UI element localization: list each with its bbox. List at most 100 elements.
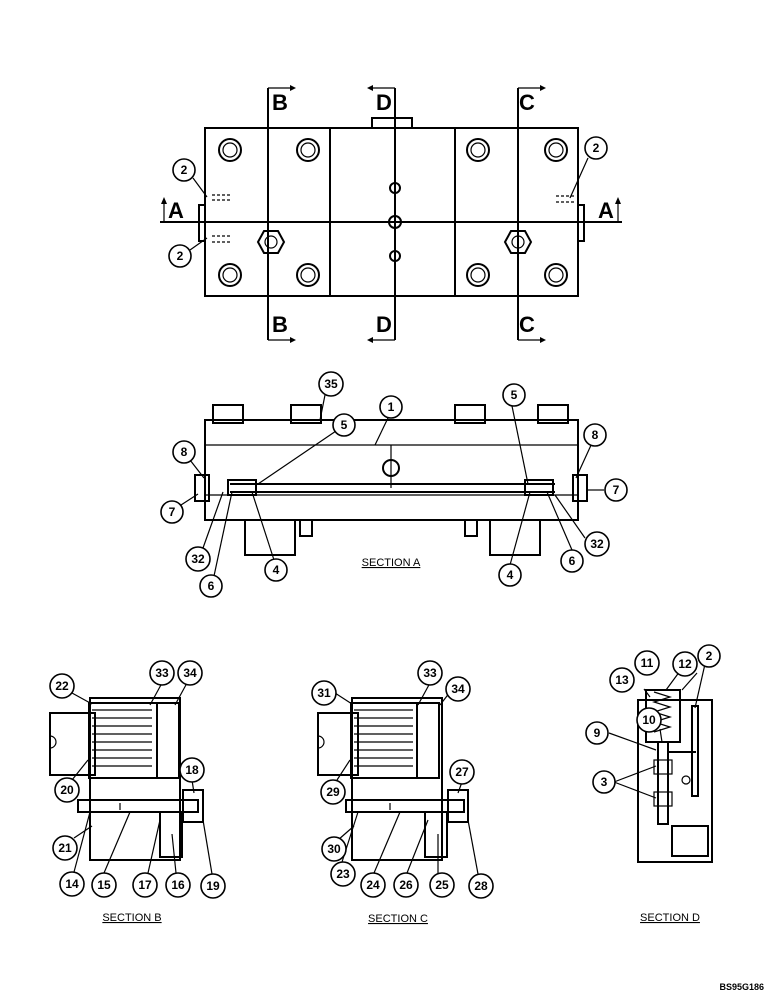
svg-text:8: 8 [181, 445, 188, 459]
svg-text:10: 10 [642, 713, 656, 727]
spring-coil-b [92, 709, 152, 767]
svg-text:19: 19 [206, 879, 220, 893]
hex-fitting-left [256, 230, 286, 254]
callout-b-15: 15 [91, 872, 117, 898]
svg-text:28: 28 [474, 879, 488, 893]
callout-c-27: 27 [449, 759, 475, 785]
svg-text:34: 34 [183, 666, 197, 680]
drawing-number: BS95G186 [719, 982, 764, 992]
section-a-view: 35 1 5 5 8 8 7 7 32 32 6 6 4 4 SECTION A [160, 371, 628, 598]
svg-text:7: 7 [169, 505, 176, 519]
cut-mark-b-bottom: B [272, 312, 288, 337]
svg-text:15: 15 [97, 878, 111, 892]
svg-text:33: 33 [155, 666, 169, 680]
callout-a-4-left: 4 [264, 558, 288, 582]
svg-text:3: 3 [601, 775, 608, 789]
callout-a-8-right: 8 [583, 423, 607, 447]
section-c-caption: SECTION C [368, 913, 428, 925]
callout-a-32-left: 32 [185, 546, 211, 572]
callout-b-20: 20 [54, 777, 80, 803]
callout-b-16: 16 [165, 872, 191, 898]
top-view: B D C B D C A A 2 2 2 [160, 85, 622, 343]
section-a-body [204, 419, 579, 521]
svg-text:2: 2 [177, 249, 184, 263]
callout-d-10: 10 [636, 707, 662, 733]
section-b-view: 22 33 34 20 18 21 14 15 17 16 19 SECTION… [49, 660, 226, 924]
callout-c-30: 30 [321, 836, 347, 862]
callout-a-5-right: 5 [502, 383, 526, 407]
callout-top-2c: 2 [584, 136, 608, 160]
callout-top-2b: 2 [168, 244, 192, 268]
callout-b-34: 34 [177, 660, 203, 686]
callout-a-4-right: 4 [498, 563, 522, 587]
svg-text:7: 7 [613, 483, 620, 497]
callout-c-23: 23 [330, 861, 356, 887]
svg-text:21: 21 [58, 841, 72, 855]
svg-text:25: 25 [435, 878, 449, 892]
svg-text:17: 17 [138, 878, 152, 892]
svg-text:24: 24 [366, 878, 380, 892]
callout-c-25: 25 [429, 872, 455, 898]
valve-body-outline [204, 127, 579, 297]
callout-top-2a: 2 [172, 158, 196, 182]
svg-text:4: 4 [273, 563, 280, 577]
svg-text:32: 32 [590, 537, 604, 551]
callout-b-21: 21 [52, 835, 78, 861]
svg-text:14: 14 [65, 877, 79, 891]
svg-text:34: 34 [451, 682, 465, 696]
svg-text:33: 33 [423, 666, 437, 680]
svg-text:5: 5 [511, 388, 518, 402]
callout-c-34: 34 [445, 676, 471, 702]
spring-coil-c [354, 709, 413, 767]
callout-d-12: 12 [672, 651, 698, 677]
section-d-body [637, 699, 713, 863]
svg-text:20: 20 [60, 783, 74, 797]
callout-d-2: 2 [697, 644, 721, 668]
callout-b-33: 33 [149, 660, 175, 686]
callout-d-11: 11 [634, 650, 660, 676]
svg-text:2: 2 [181, 163, 188, 177]
svg-text:26: 26 [399, 878, 413, 892]
callout-a-6-left: 6 [199, 574, 223, 598]
top-port-block [371, 117, 413, 129]
bolt-heads [218, 138, 568, 287]
callout-b-19: 19 [200, 873, 226, 899]
svg-text:5: 5 [341, 418, 348, 432]
callout-a-8-left: 8 [172, 440, 196, 464]
svg-text:2: 2 [706, 649, 713, 663]
svg-text:1: 1 [388, 400, 395, 414]
callout-a-7-left: 7 [160, 500, 184, 524]
svg-text:32: 32 [191, 552, 205, 566]
hex-fitting-right [503, 230, 533, 254]
svg-text:30: 30 [327, 842, 341, 856]
cut-mark-a-left: A [168, 198, 184, 223]
section-d-caption: SECTION D [640, 912, 700, 924]
callout-d-3: 3 [592, 770, 616, 794]
cut-mark-b-top: B [272, 90, 288, 115]
callout-c-33: 33 [417, 660, 443, 686]
svg-text:6: 6 [208, 579, 215, 593]
svg-text:13: 13 [615, 673, 629, 687]
svg-text:2: 2 [593, 141, 600, 155]
svg-text:8: 8 [592, 428, 599, 442]
section-cut-lines [160, 85, 622, 343]
callout-a-5-left: 5 [332, 413, 356, 437]
callout-b-22: 22 [49, 673, 75, 699]
section-a-caption: SECTION A [362, 557, 421, 569]
cut-mark-d-top: D [376, 90, 392, 115]
cut-mark-c-top: C [519, 90, 535, 115]
svg-text:11: 11 [641, 656, 654, 670]
callout-b-17: 17 [132, 872, 158, 898]
callout-c-31: 31 [311, 680, 337, 706]
callout-a-32-right: 32 [584, 531, 610, 557]
cut-mark-d-bottom: D [376, 312, 392, 337]
svg-text:23: 23 [336, 867, 350, 881]
section-d-view: 11 12 13 2 10 9 3 SECTION D [585, 644, 721, 924]
cut-mark-c-bottom: C [519, 312, 535, 337]
svg-text:18: 18 [185, 763, 199, 777]
callout-a-7-right: 7 [604, 478, 628, 502]
callout-c-26: 26 [393, 872, 419, 898]
svg-text:29: 29 [326, 785, 340, 799]
callout-a-1: 1 [379, 395, 403, 419]
